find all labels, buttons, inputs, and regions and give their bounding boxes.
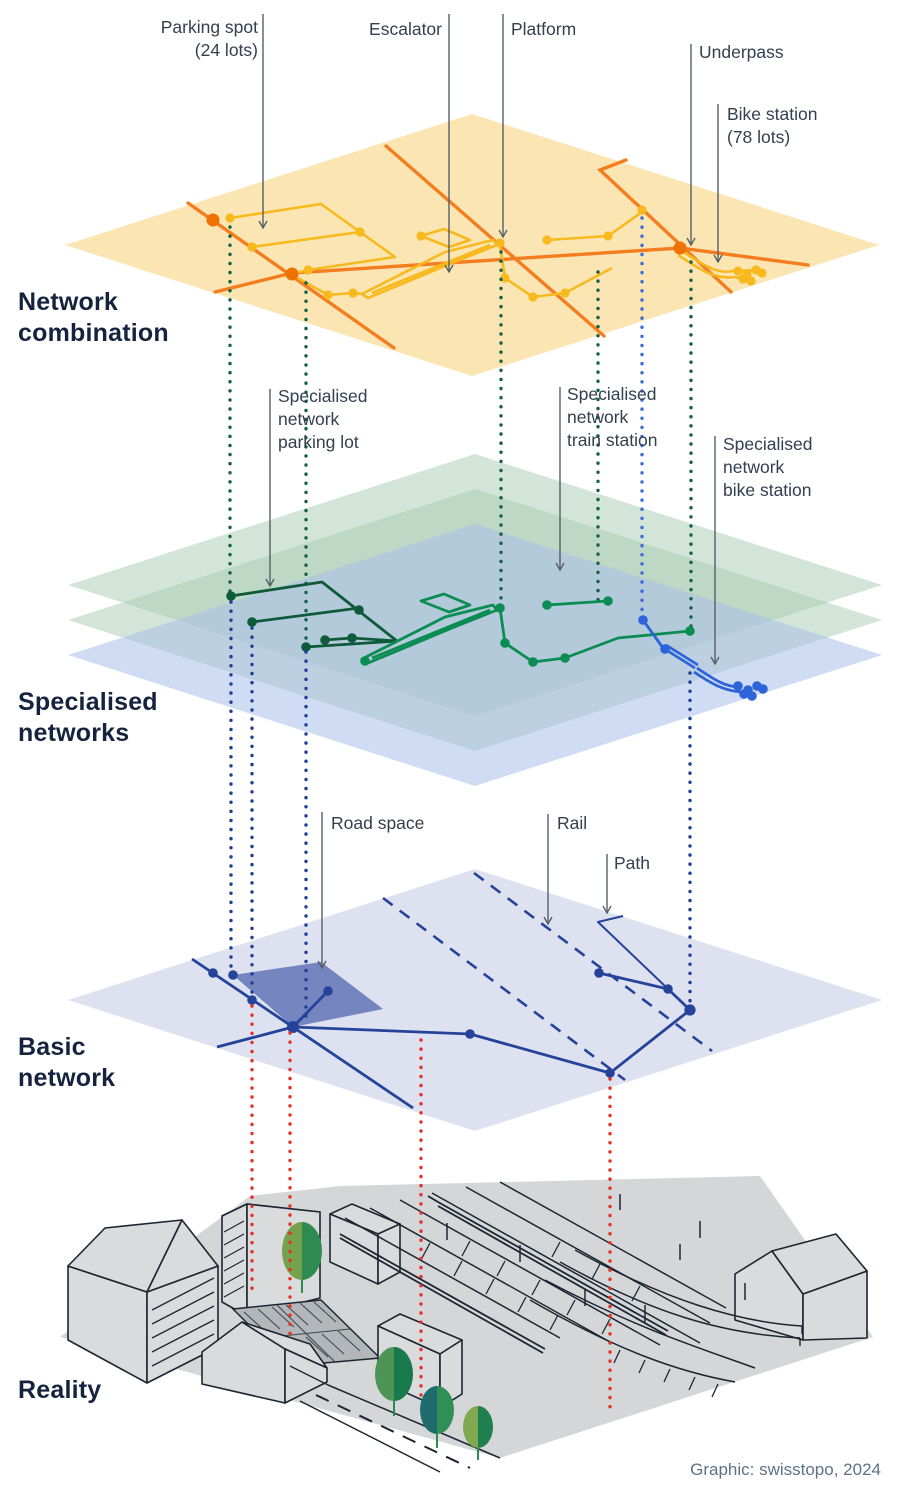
combination-road-junction-nodes [206,213,687,281]
catenary-posts [446,1194,746,1322]
dotted-links-specialised-to-basic [229,600,692,1024]
parking-lot-network-nodes [226,591,364,652]
label-path: Path [614,853,650,873]
arrow-spec-bike [710,436,720,666]
basic-plane [68,869,882,1131]
label-underpass: Underpass [699,42,784,62]
basic-rails-dashed [382,871,713,1082]
label-specialised-train: Specialised network train station [567,384,658,450]
combination-layer [65,114,879,376]
arrow-spec-train [555,387,565,572]
label-specialised-parking: Specialised network parking lot [278,386,368,452]
parking-lot-network [230,580,398,649]
reality-scene [60,1176,873,1473]
label-escalator: Escalator [369,19,442,39]
arrow-bike-station [713,104,723,264]
title-reality: Reality [18,1376,102,1404]
title-basic-network: Basic network [18,1033,116,1092]
label-platform: Platform [511,19,577,39]
annotation-arrows [258,14,723,970]
credit-caption: Graphic: swisstopo, 2024 [690,1460,881,1479]
rail-ties [421,1240,641,1335]
basic-layer [68,869,882,1131]
arrow-escalator [444,14,454,274]
rail-yard [339,1181,803,1398]
dotted-links-basic-to-reality [250,1004,612,1416]
title-network-combination: Network combination [18,288,169,347]
label-specialised-bike: Specialised network bike station [723,434,813,500]
arrow-rail [543,814,553,926]
arrow-platform [498,14,508,239]
label-road-space: Road space [331,813,425,833]
road-space-area [233,962,383,1027]
building-right-house [734,1233,868,1341]
title-specialised-networks: Specialised networks [18,688,158,747]
basic-network-nodes [208,968,696,1078]
arrow-spec-parking [265,389,275,588]
dotted-links-combination-to-specialised [228,216,693,643]
train-station-network-nodes [360,596,695,667]
arrow-underpass [686,44,696,247]
curved-track-ties [613,1349,719,1398]
combination-network-nodes [225,205,767,302]
trees [282,1222,493,1460]
street [289,1365,501,1473]
bike-station-network-nodes [638,615,768,701]
arrow-path [602,854,612,915]
basic-roads [191,915,691,1110]
building-left-house [67,1219,219,1384]
arrow-parking-spot [258,14,268,230]
label-parking-spot: Parking spot (24 lots) [160,17,258,60]
label-bike-station: Bike station (78 lots) [727,104,818,147]
curved-tracks [529,1249,803,1398]
arrow-road-space [317,812,327,970]
building-gabled-house [201,1321,328,1404]
label-rail: Rail [557,813,588,833]
